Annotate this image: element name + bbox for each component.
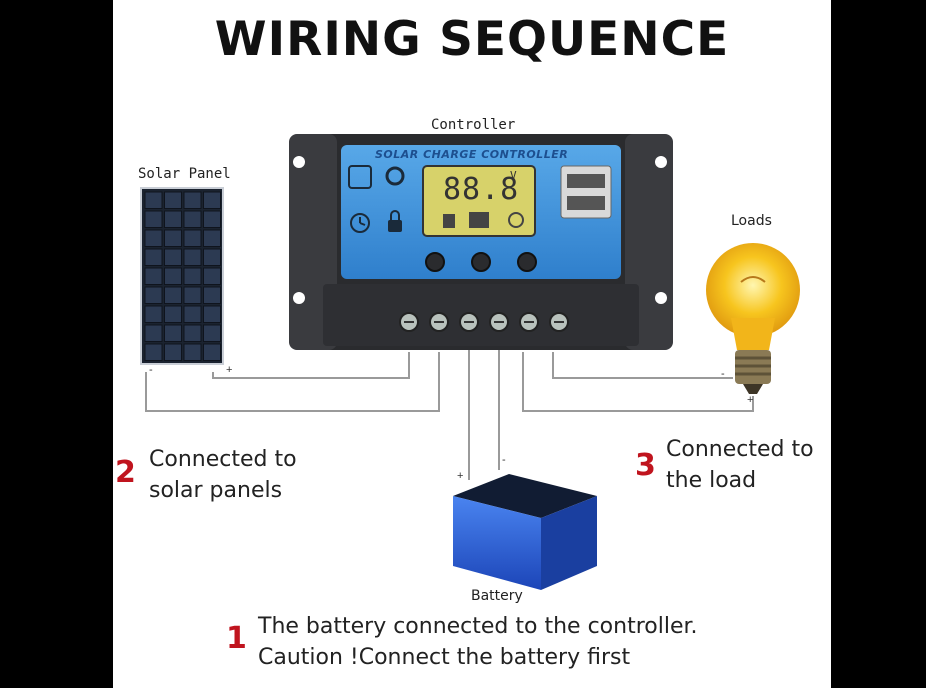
panel-plus-mark: + (226, 364, 233, 376)
solar-panel-cells (144, 191, 221, 361)
solar-cell (164, 305, 182, 323)
solar-cell (164, 210, 182, 228)
lcd-display-value: 88.8 (443, 172, 520, 207)
solar-cell (203, 191, 221, 209)
solar-cell (144, 210, 163, 228)
solar-cell (144, 248, 163, 266)
controller-panel-text: SOLAR CHARGE CONTROLLER (375, 148, 569, 161)
solar-cell (164, 191, 182, 209)
solar-cell (183, 305, 202, 323)
solar-cell (164, 267, 182, 285)
wire-panel-negative (145, 352, 440, 412)
wiring-illustration (140, 134, 800, 590)
step-3-text: Connected to the load (666, 434, 814, 496)
step-3-number: 3 (635, 448, 656, 483)
step-2-text: Connected to solar panels (149, 444, 297, 506)
terminal-screws (399, 312, 569, 332)
solar-cell (203, 229, 221, 247)
solar-cell (144, 267, 163, 285)
step-2-number: 2 (115, 455, 136, 490)
solar-cell (183, 210, 202, 228)
solar-cell (183, 229, 202, 247)
solar-cell (203, 210, 221, 228)
load-minus-mark: - (721, 368, 725, 380)
controller-label: Controller (431, 117, 516, 133)
solar-cell (203, 286, 221, 304)
battery-minus-mark: - (502, 454, 506, 466)
step-1-line-1: The battery connected to the controller. (258, 614, 698, 639)
load-plus-mark: + (747, 394, 754, 406)
solar-cell (203, 248, 221, 266)
solar-cell (183, 343, 202, 361)
solar-cell (144, 229, 163, 247)
step-1-text: The battery connected to the controller.… (258, 611, 698, 673)
solar-cell (144, 286, 163, 304)
page-title: WIRING SEQUENCE (214, 12, 730, 67)
battery-plus-mark: + (457, 470, 464, 482)
solar-cell (164, 286, 182, 304)
battery (453, 474, 597, 590)
step-3-line-2: the load (666, 468, 757, 493)
solar-cell (183, 267, 202, 285)
solar-cell (164, 229, 182, 247)
solar-cell (144, 324, 163, 342)
solar-cell (183, 286, 202, 304)
solar-cell (203, 267, 221, 285)
solar-cell (183, 248, 202, 266)
wiring-diagram: WIRING SEQUENCE (113, 0, 831, 688)
light-bulb (706, 243, 800, 394)
wires (145, 342, 754, 480)
step-2-line-1: Connected to (149, 447, 297, 472)
wire-panel-positive (212, 352, 410, 379)
charge-controller (289, 134, 673, 350)
solar-cell (203, 305, 221, 323)
solar-panel-label: Solar Panel (138, 166, 231, 182)
solar-cell (144, 343, 163, 361)
solar-cell (183, 191, 202, 209)
step-1-line-2: Caution !Connect the battery first (258, 645, 631, 670)
solar-cell (203, 324, 221, 342)
solar-cell (164, 248, 182, 266)
panel-minus-mark: - (149, 364, 153, 376)
solar-cell (183, 324, 202, 342)
step-3-line-1: Connected to (666, 437, 814, 462)
lcd-display-unit: V (510, 169, 517, 182)
solar-cell (144, 305, 163, 323)
solar-panel (140, 187, 224, 365)
solar-cell (203, 343, 221, 361)
solar-cell (164, 324, 182, 342)
loads-label: Loads (731, 213, 772, 229)
wire-load-negative (552, 352, 733, 379)
solar-cell (144, 191, 163, 209)
battery-label: Battery (471, 588, 523, 604)
wire-load-positive (522, 352, 754, 412)
step-1-number: 1 (226, 621, 247, 656)
solar-cell (164, 343, 182, 361)
step-2-line-2: solar panels (149, 478, 283, 503)
